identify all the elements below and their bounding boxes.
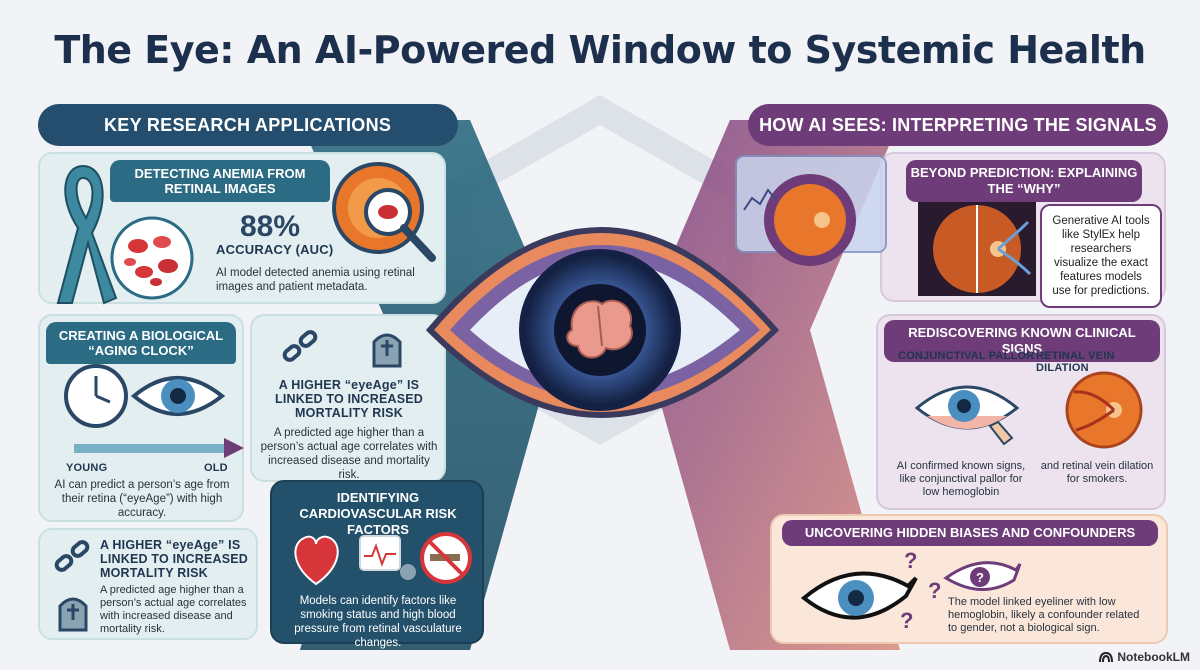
age-arrow <box>74 438 244 458</box>
anemia-stat: 88% <box>240 210 301 243</box>
clock-eye-icon <box>64 364 226 428</box>
cardio-panel: IDENTIFYING CARDIOVASCULAR RISK FACTORS … <box>270 480 484 649</box>
awareness-ribbon-icon <box>56 164 118 305</box>
anemia-heading: DETECTING ANEMIA FROM RETINAL IMAGES <box>110 160 330 202</box>
conjunctival-pallor-label: CONJUNCTIVAL PALLOR <box>898 350 1035 362</box>
brand-mark: NotebookLM <box>1099 650 1190 664</box>
mortality-panel-bottom: A HIGHER “eyeAge” IS LINKED TO INCREASED… <box>38 528 258 640</box>
eyeliner-eye-icon <box>800 571 918 620</box>
mortality-panel-top: A HIGHER “eyeAge” IS LINKED TO INCREASED… <box>250 314 446 482</box>
tombstone-icon <box>372 333 402 368</box>
question-mark-2: ? <box>928 578 942 603</box>
biases-panel: UNCOVERING HIDDEN BIASES AND CONFOUNDERS… <box>770 514 1168 644</box>
mortality-bottom-heading: A HIGHER “eyeAge” IS LINKED TO INCREASED… <box>100 538 249 580</box>
young-label: YOUNG <box>66 462 108 474</box>
aging-clock-panel: CREATING A BIOLOGICAL “AGING CLOCK” YOUN… <box>38 314 244 522</box>
svg-text:?: ? <box>976 570 984 585</box>
retina-magnifier-icon <box>332 162 436 262</box>
tombstone-icon <box>58 597 88 632</box>
beyond-heading: BEYOND PREDICTION: EXPLAINING THE “WHY” <box>906 160 1142 202</box>
pallor-text: AI confirmed known signs, like conjuncti… <box>896 460 1026 498</box>
mortality-bottom-text: A predicted age higher than a person’s a… <box>100 584 247 635</box>
anemia-stat-label: ACCURACY (AUC) <box>216 242 334 257</box>
eyeliner-question-icon: ? <box>943 561 1022 591</box>
retina-vein-icon <box>1065 371 1143 449</box>
broken-chain-icon <box>54 540 90 572</box>
anemia-panel: DETECTING ANEMIA FROM RETINAL IMAGES 88%… <box>38 152 446 305</box>
page-title: The Eye: An AI-Powered Window to Systemi… <box>54 28 1146 72</box>
anemia-text: AI model detected anemia using retinal i… <box>216 267 415 293</box>
old-label: OLD <box>204 462 228 474</box>
biases-text: The model linked eyeliner with low hemog… <box>948 596 1140 634</box>
brand-label: NotebookLM <box>1117 650 1190 664</box>
question-mark-1: ? <box>904 548 918 573</box>
pallor-eye-icon <box>914 385 1020 446</box>
rediscovering-heading: REDISCOVERING KNOWN CLINICAL SIGNS <box>884 320 1160 362</box>
retinal-vein-label: RETINAL VEIN DILATION <box>1036 350 1115 374</box>
cardio-icons <box>294 532 472 586</box>
notebooklm-logo-icon <box>1099 651 1114 663</box>
aging-heading: CREATING A BIOLOGICAL “AGING CLOCK” <box>46 322 236 364</box>
cardio-text: Models can identify factors like smoking… <box>294 595 462 649</box>
blood-cells-icon <box>110 216 194 300</box>
rediscovering-panel: REDISCOVERING KNOWN CLINICAL SIGNS CONJU… <box>876 314 1166 510</box>
mortality-top-heading: A HIGHER “eyeAge” IS LINKED TO INCREASED… <box>274 378 424 420</box>
question-mark-3: ? <box>900 608 914 633</box>
section-header-how-ai-sees: HOW AI SEES: INTERPRETING THE SIGNALS <box>748 104 1168 146</box>
aging-text: AI can predict a person’s age from their… <box>54 479 230 519</box>
cardio-heading: IDENTIFYING CARDIOVASCULAR RISK FACTORS <box>299 490 457 537</box>
mortality-top-text: A predicted age higher than a person’s a… <box>260 427 438 481</box>
ai-screen-illustration <box>735 155 887 266</box>
broken-chain-icon <box>282 330 318 362</box>
stylex-bubble: Generative AI tools like StylEx help res… <box>1040 204 1162 308</box>
biases-heading: UNCOVERING HIDDEN BIASES AND CONFOUNDERS <box>782 520 1158 546</box>
retina-comparison-icon <box>918 202 1036 296</box>
beyond-prediction-panel: BEYOND PREDICTION: EXPLAINING THE “WHY” … <box>880 152 1166 308</box>
central-eye-illustration <box>425 227 780 418</box>
section-header-key-research: KEY RESEARCH APPLICATIONS <box>38 104 458 146</box>
retinal-vein-text: and retinal vein dilation for smokers. <box>1040 460 1154 485</box>
